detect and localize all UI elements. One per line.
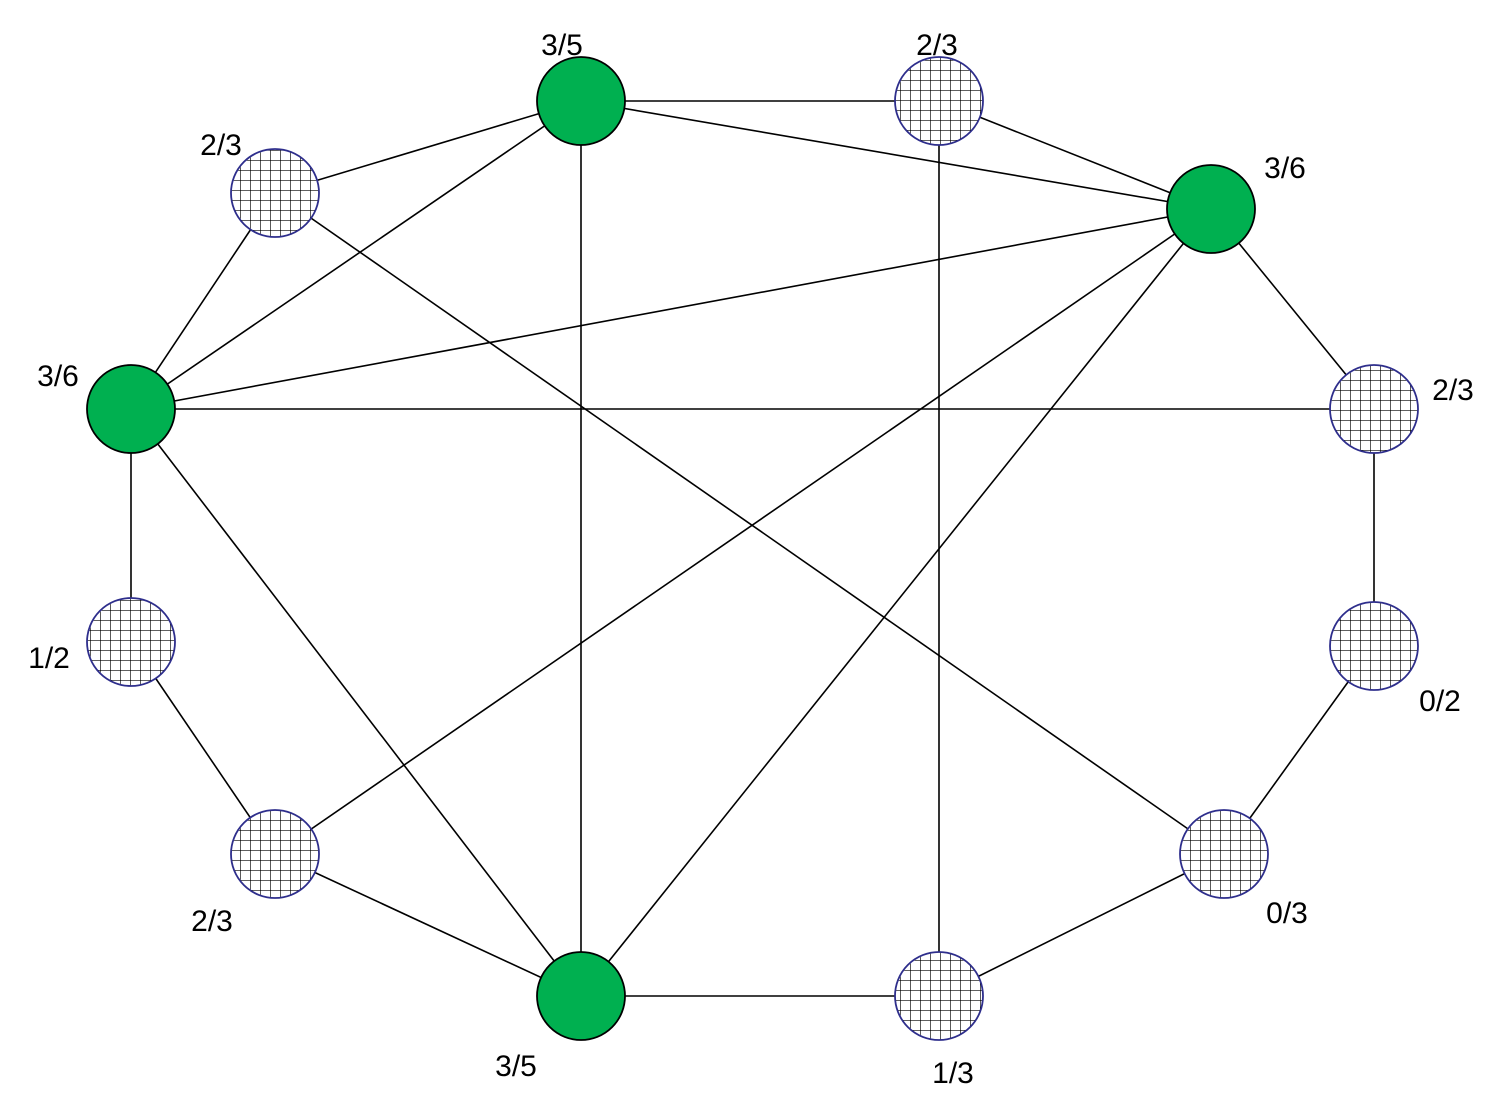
grid-node-n8 [230,809,320,899]
node-label-n9: 1/2 [28,642,70,675]
edge-n2-n8 [274,208,1212,855]
edge-n2-n10 [130,208,1212,410]
edge-n7-n8 [274,853,582,997]
node-label-n10: 3/6 [37,360,79,393]
labels-layer: 3/5 2/3 3/6 2/3 0/2 0/3 1/3 3/5 2/3 1/2 3/6 2/3 [28,29,1474,1090]
grid-node-n6 [894,951,984,1041]
green-node-n0 [536,56,626,146]
green-node-n10 [86,364,176,454]
edge-n10-n7 [130,408,582,997]
green-node-n2 [1166,164,1256,254]
node-label-n5: 0/3 [1266,897,1308,930]
edge-n0-n2 [580,100,1212,210]
edge-n11-n5 [274,192,1225,855]
edge-n2-n7 [580,208,1212,997]
node-label-n4: 0/2 [1419,685,1461,718]
edges-layer [130,100,1375,997]
grid-node-n11 [230,148,320,238]
node-label-n0: 3/5 [541,29,583,62]
node-label-n7: 3/5 [495,1050,537,1083]
grid-node-n3 [1329,364,1419,454]
node-label-n1: 2/3 [916,29,958,62]
node-label-n2: 3/6 [1264,152,1306,185]
green-node-n7 [536,951,626,1041]
node-label-n8: 2/3 [191,905,233,938]
nodes-layer [86,56,1419,1041]
edge-n5-n6 [938,853,1225,997]
grid-node-n9 [86,597,176,687]
grid-node-n4 [1329,601,1419,691]
node-label-n6: 1/3 [932,1057,974,1090]
grid-node-n1 [894,56,984,146]
edge-n0-n10 [130,100,582,410]
edge-n1-n2 [938,100,1212,210]
edge-n11-n0 [274,100,582,194]
node-label-n3: 2/3 [1432,374,1474,407]
grid-node-n5 [1179,809,1269,899]
node-label-n11: 2/3 [200,129,242,162]
